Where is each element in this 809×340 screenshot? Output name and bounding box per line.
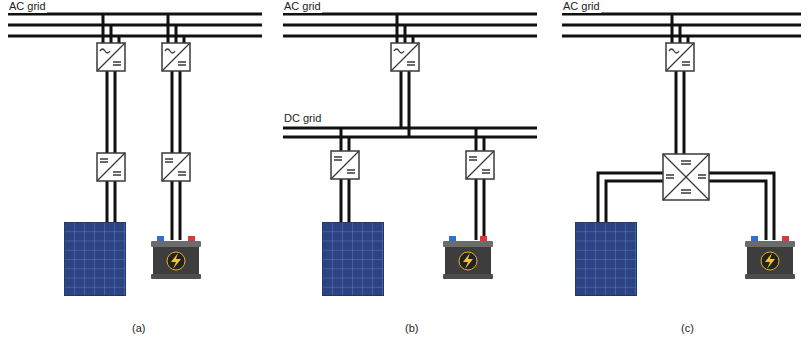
grid-label: DC grid [283, 112, 322, 125]
grid-label: AC grid [8, 0, 47, 13]
panel-label: (c) [680, 322, 695, 335]
multiport-converter [663, 154, 709, 200]
dc-dc-converter [97, 153, 125, 181]
ac-dc-converter [162, 43, 190, 71]
sources [64, 222, 795, 296]
ac-dc-converter [97, 43, 125, 71]
battery [151, 236, 201, 279]
panel-label: (a) [131, 322, 146, 335]
grid-label: AC grid [562, 0, 601, 13]
ac-dc-converter [666, 43, 694, 71]
wiring [8, 14, 801, 240]
solar-panel [64, 222, 126, 296]
battery [443, 236, 493, 279]
solar-panel [575, 222, 637, 296]
dc-dc-converter [466, 151, 494, 179]
solar-panel [322, 222, 384, 296]
converters [97, 43, 709, 200]
dc-dc-converter [331, 151, 359, 179]
grid-label: AC grid [283, 0, 322, 13]
battery [745, 236, 795, 279]
ac-dc-converter [391, 43, 419, 71]
dc-dc-converter [162, 153, 190, 181]
panel-label: (b) [404, 322, 419, 335]
